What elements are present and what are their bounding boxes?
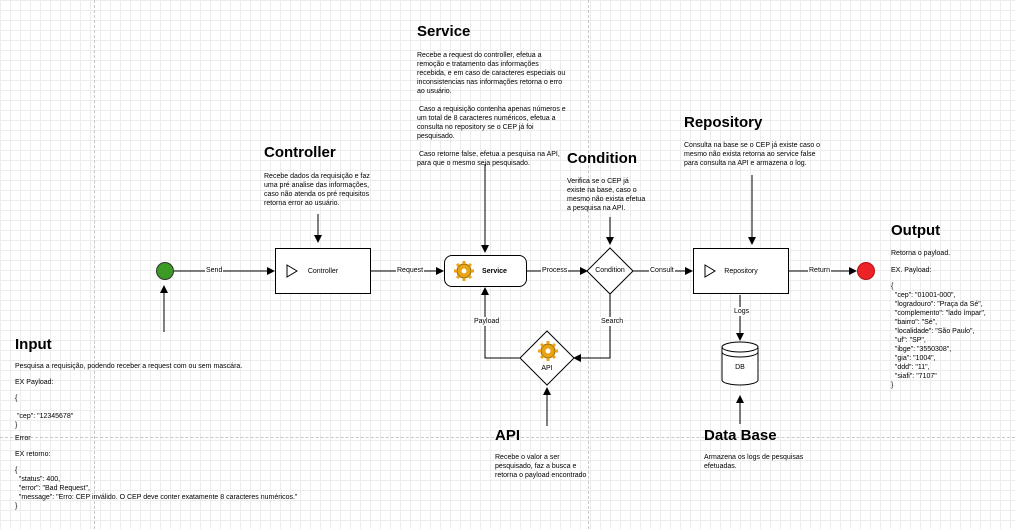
repository-description: Consulta na base se o CEP já existe caso… [684,142,823,167]
repository-node-label: Repository [724,267,758,275]
condition-diamond [586,247,634,295]
repository-title: Repository [684,114,763,131]
edge-label-process: Process [541,266,569,275]
database-description: Armazena os logs de pesquisas efetuadas. [704,454,806,470]
database-title: Data Base [704,427,777,444]
controller-node: Controller [275,248,371,294]
gear-icon [538,341,558,361]
edge-label-request: Request [396,266,425,275]
input-title: Input [15,336,52,353]
controller-node-label: Controller [307,267,339,275]
input-return-label: EX retorno: [15,451,51,458]
service-title: Service [417,23,471,40]
output-description: Retorna o payload. [891,250,951,257]
condition-title: Condition [567,150,637,167]
start-event [156,262,174,280]
controller-description: Recebe dados da requisição e faz uma pré… [264,173,372,207]
api-title: API [495,427,521,444]
input-description: Pesquisa a requisição, podendo receber a… [15,363,243,370]
edge-label-return: Return [808,266,832,275]
input-payload: { "cep": "12345678" } [15,395,74,429]
db-node-label: DB [735,364,745,371]
edge-label-consult: Consult [649,266,675,275]
api-node-label: API [541,365,553,372]
api-description: Recebe o valor a ser pesquisado, faz a b… [495,454,587,479]
service-node-label: Service [482,267,507,275]
input-error-label: Error [15,435,31,442]
db-cylinder [721,341,759,386]
play-icon [286,264,298,278]
edge-label-payload: Payload [473,317,501,326]
input-example-label: EX Payload: [15,379,54,386]
output-payload: { "cep": "01001-000", "logradouro": "Pra… [891,283,986,389]
play-icon [704,264,716,278]
end-event [857,262,875,280]
controller-title: Controller [264,144,336,161]
edge-label-logs: Logs [733,307,751,316]
condition-node-label: Condition [595,267,625,274]
edge-payload [481,287,520,359]
gear-icon [454,261,474,281]
repository-node: Repository [693,248,789,294]
output-example-label: EX. Payload: [891,267,932,274]
guide-line-horizontal [0,437,1015,438]
service-node: Service [444,255,527,287]
condition-description: Verifica se o CEP já existe na base, cas… [567,178,648,212]
guide-line-vertical [588,0,589,529]
service-description: Recebe a request do controller, efetua a… [417,52,566,167]
output-title: Output [891,222,941,239]
guide-line-vertical [94,0,95,529]
edge-search [573,294,611,362]
edge-label-send: Send [205,266,224,275]
edge-label-search: Search [600,317,625,326]
input-error-payload: { "status": 400, "error": "Bad Request",… [15,467,298,510]
